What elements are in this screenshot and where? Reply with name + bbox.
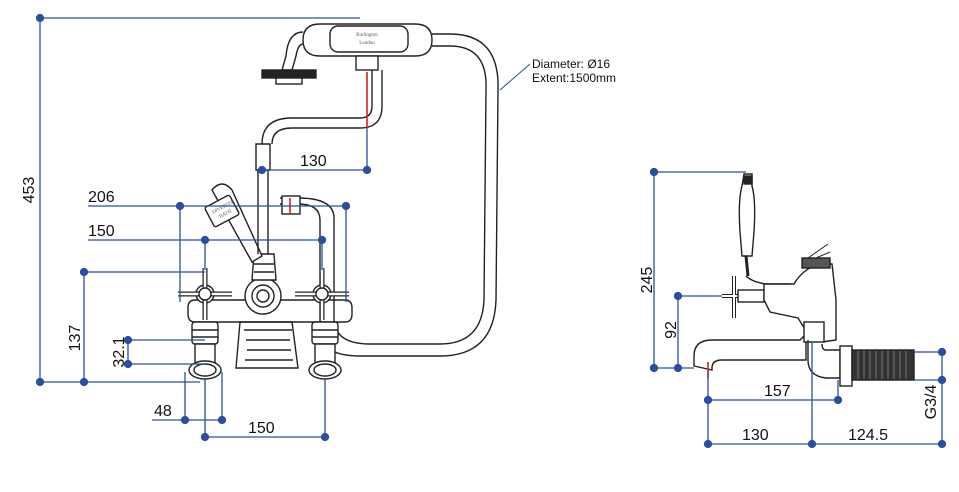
side-lever (738, 173, 756, 257)
hose-note-diameter: Diameter: Ø16 (532, 57, 610, 71)
hose-riser (257, 170, 269, 254)
left-leg (188, 321, 222, 380)
dim-centres: 150 (248, 420, 275, 437)
diverter-boss (244, 277, 282, 315)
dim-pipe-offset: 48 (154, 403, 172, 420)
dim-valve-height: 137 (67, 325, 84, 352)
left-handle (178, 268, 232, 320)
side-dim-height: 245 (639, 267, 656, 294)
right-leg (308, 321, 342, 380)
handset-brand-line2: London (359, 41, 375, 46)
threaded-tail (851, 349, 915, 381)
side-dim-handle-height: 92 (663, 321, 680, 339)
dim-handset-offset: 130 (300, 153, 327, 170)
side-dim-spout-to-body: 130 (742, 427, 769, 444)
side-dimensions (649, 167, 947, 449)
spout (235, 321, 299, 369)
side-valve-body (763, 263, 837, 343)
handset-brand-line1: Burlington (356, 33, 378, 38)
cradle-pipe (261, 70, 383, 145)
front-view (178, 23, 499, 380)
front-dimensions (35, 13, 531, 442)
wall-flange (839, 345, 853, 387)
side-dim-body-to-end: 124.5 (848, 427, 888, 444)
hose-note-extent: Extent:1500mm (532, 71, 616, 85)
right-handle (295, 268, 349, 320)
mixer-body (187, 299, 353, 323)
side-handle (722, 276, 765, 318)
dim-inner-width: 150 (88, 223, 115, 240)
side-dim-thread: G3/4 (923, 385, 940, 420)
lever-brand-line2: BATH (219, 209, 233, 220)
dim-outer-width: 206 (88, 189, 115, 206)
shower-rose (261, 69, 317, 79)
dim-overall-height: 453 (21, 177, 38, 204)
side-spout (693, 332, 807, 371)
side-view (693, 173, 915, 387)
handset-head (281, 31, 304, 71)
dim-pipe-length: 32.1 (111, 336, 128, 367)
side-dim-spout-reach: 157 (764, 383, 791, 400)
shower-hose (280, 33, 499, 357)
